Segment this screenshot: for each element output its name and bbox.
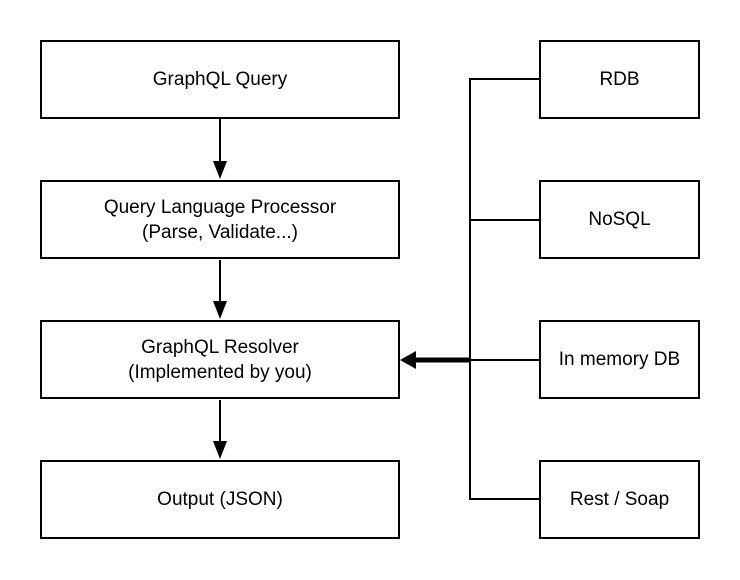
arrow-query-to-processor	[213, 119, 227, 179]
arrow-resolver-to-output	[213, 400, 227, 459]
node-label-line1: GraphQL Resolver	[141, 336, 299, 358]
node-in-memory-db: In memory DB	[539, 320, 700, 399]
node-graphql-query: GraphQL Query	[40, 40, 400, 119]
node-label-line2: (Parse, Validate...)	[142, 221, 298, 243]
node-nosql: NoSQL	[539, 180, 700, 259]
arrow-processor-to-resolver	[213, 260, 227, 319]
node-label-line1: Rest / Soap	[569, 489, 670, 510]
node-label-line1: In memory DB	[558, 349, 681, 370]
node-output-json: Output (JSON)	[40, 460, 400, 539]
node-label-line1: RDB	[599, 69, 640, 90]
node-label-line1: Output (JSON)	[157, 489, 283, 510]
node-rdb: RDB	[539, 40, 700, 119]
node-query-language-processor: Query Language Processor (Parse, Validat…	[40, 180, 400, 259]
node-label-line1: GraphQL Query	[152, 69, 288, 90]
node-label-line1: Query Language Processor	[103, 196, 337, 218]
node-label-line1: NoSQL	[588, 209, 651, 230]
node-graphql-resolver: GraphQL Resolver (Implemented by you)	[40, 320, 400, 399]
node-rest-soap: Rest / Soap	[539, 460, 700, 539]
arrow-datasources-to-resolver	[400, 351, 470, 369]
node-label-line2: (Implemented by you)	[128, 361, 312, 383]
